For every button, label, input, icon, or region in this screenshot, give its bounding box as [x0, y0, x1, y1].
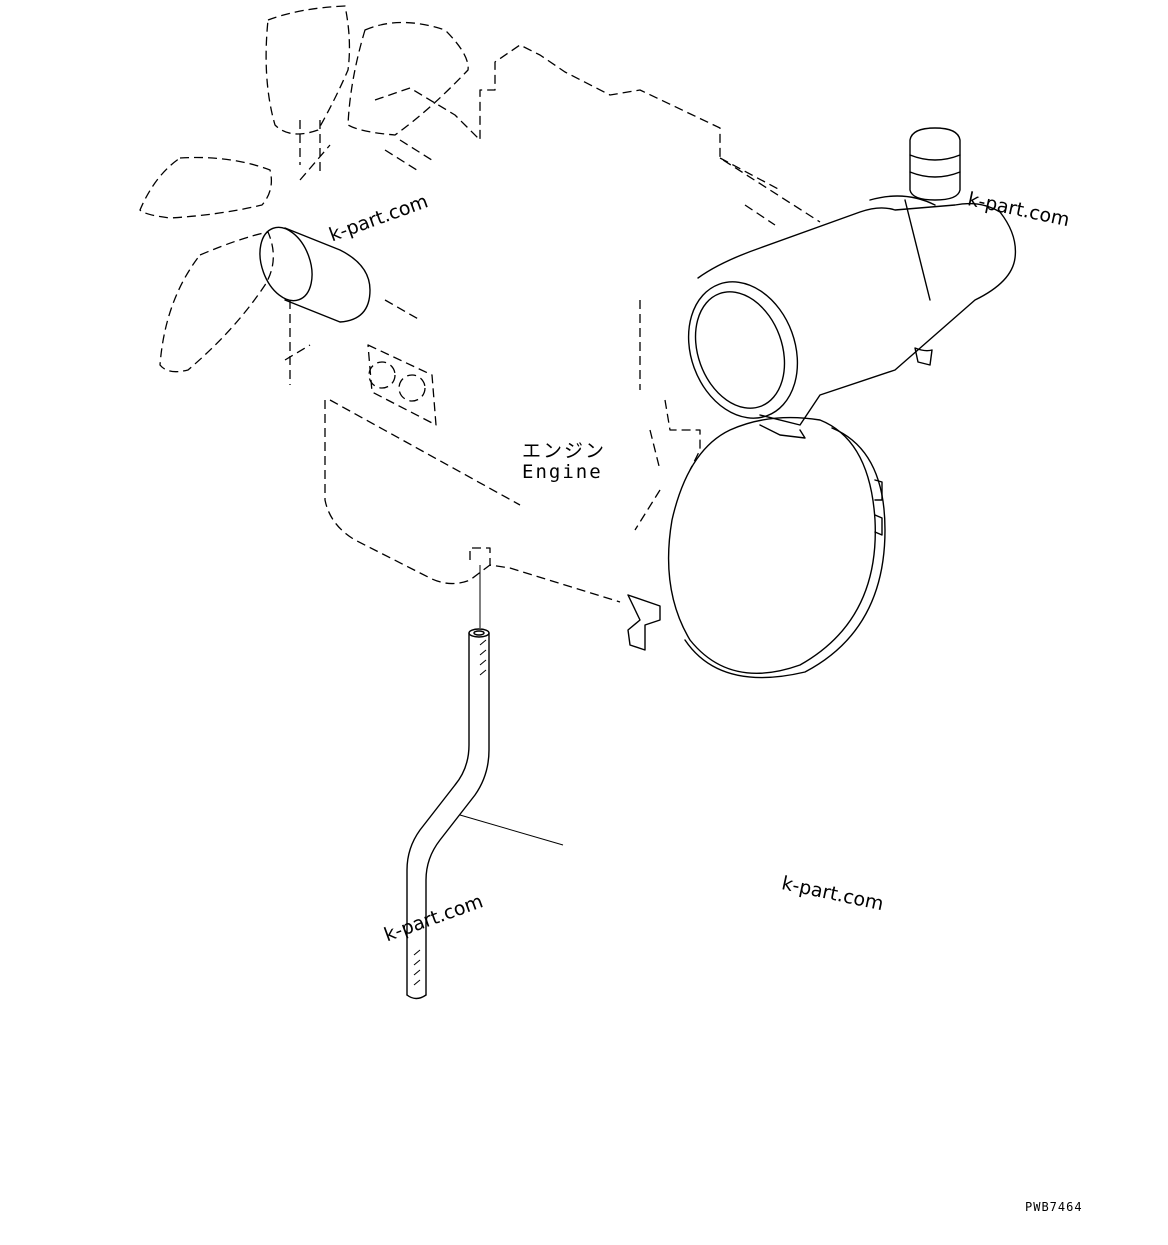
- drawing-code: PWB7464: [1025, 1200, 1083, 1214]
- engine-block: [284, 44, 821, 603]
- pulley: [259, 226, 371, 323]
- air-cleaner: [687, 127, 1017, 439]
- engine-label-en: Engine: [522, 461, 603, 483]
- flywheel-housing: [627, 399, 886, 679]
- flange-plate: [367, 344, 437, 426]
- part-leader-line: [459, 814, 564, 846]
- drain-pipe[interactable]: [406, 628, 490, 1000]
- fan-assembly: [139, 5, 469, 373]
- engine-label-jp: エンジン: [522, 440, 607, 462]
